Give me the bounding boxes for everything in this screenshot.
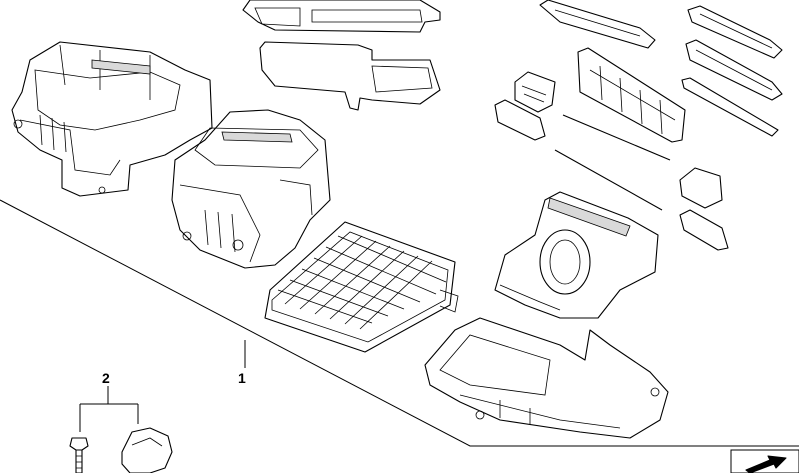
actuator-small-2 <box>494 99 546 141</box>
arrow-logo-icon <box>730 449 799 473</box>
bolt <box>69 437 89 473</box>
flap-strip-4 <box>681 77 779 137</box>
linkage-rod-1 <box>562 114 671 161</box>
lower-case <box>424 317 669 439</box>
flap-strip-3 <box>685 39 783 101</box>
callout-label-2: 2 <box>102 370 110 386</box>
heater-core-grid <box>264 221 459 353</box>
actuator-small-4 <box>679 209 729 251</box>
heater-housing-left <box>11 41 213 197</box>
flap-strip-1 <box>539 0 656 49</box>
heater-housing-middle <box>171 109 331 269</box>
clip <box>121 427 173 473</box>
gasket-lower <box>259 41 441 111</box>
leader-bracket-2 <box>79 386 139 432</box>
linkage-rod-2 <box>554 149 663 211</box>
gasket-frame <box>242 0 441 33</box>
actuator-small-1 <box>514 71 556 113</box>
actuator-small-3 <box>679 167 723 209</box>
flap-strip-2 <box>687 5 783 59</box>
callout-label-1: 1 <box>238 370 246 386</box>
blower-housing <box>494 191 659 319</box>
flap-panel <box>577 47 686 143</box>
assembly-frame <box>0 199 799 447</box>
